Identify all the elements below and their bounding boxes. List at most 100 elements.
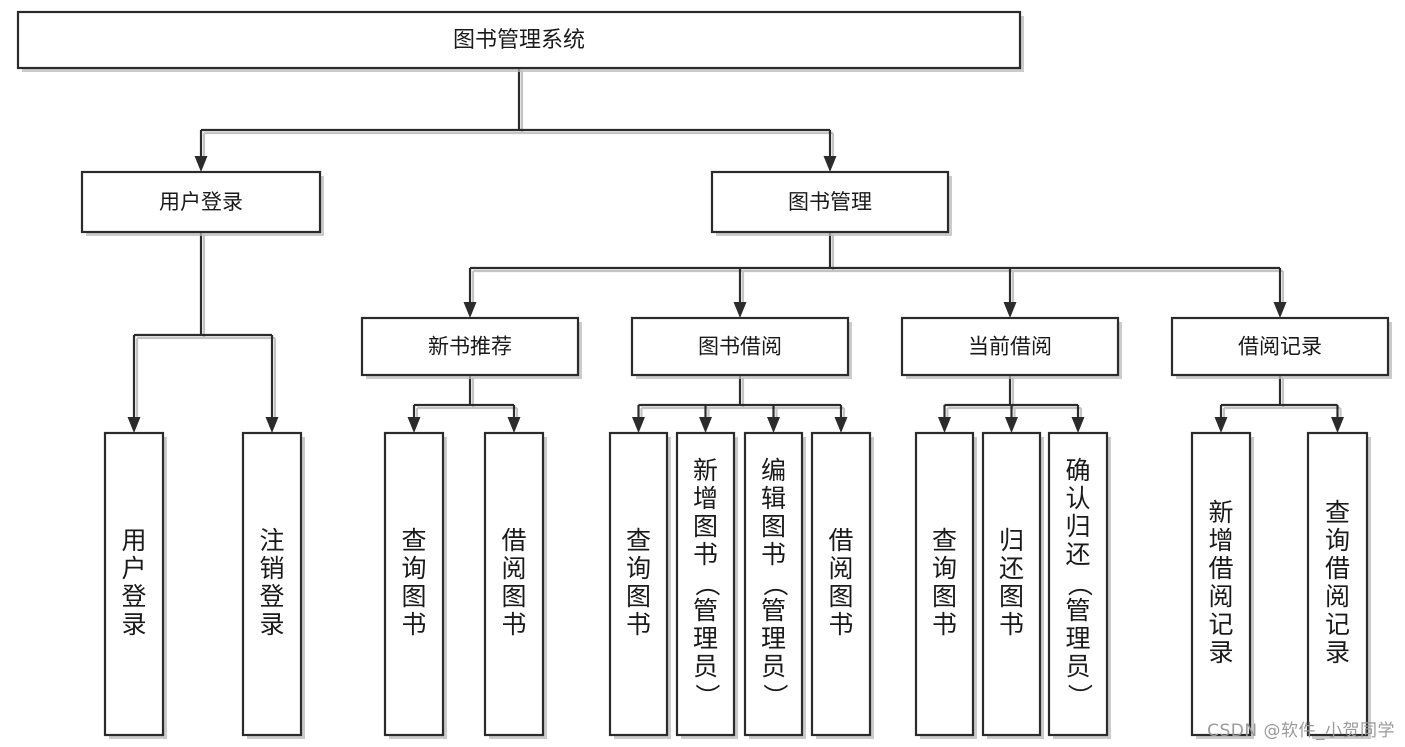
label-char: 借 (501, 526, 526, 555)
label-char: 记 (1208, 610, 1233, 639)
node-label: 图书借阅 (698, 335, 782, 359)
node-book-manage[interactable]: 图书管理 (710, 170, 952, 236)
node-rect[interactable] (16, 10, 1022, 70)
node-rect[interactable] (914, 431, 975, 737)
node-rect[interactable] (710, 170, 950, 234)
label-char: 理 (1065, 624, 1090, 653)
label-char: 新 (693, 456, 718, 485)
label-char: 辑 (761, 484, 786, 513)
node-rect[interactable] (630, 316, 850, 377)
node-borrow-record[interactable]: 借阅记录 (1170, 316, 1392, 379)
node-root[interactable]: 图书管理系统 (16, 10, 1024, 72)
label-char: ） (693, 683, 722, 708)
node-rect[interactable] (675, 431, 736, 737)
arrow-head-icon (632, 417, 645, 433)
node-rect[interactable] (810, 431, 872, 737)
arrow-head-icon (463, 302, 477, 318)
node-label: 借阅记录 (1238, 335, 1322, 359)
label-char: 阅 (1325, 582, 1350, 611)
label-char: 图 (761, 512, 786, 541)
arrow-head-icon (834, 417, 848, 433)
node-book-borrow[interactable]: 图书借阅 (630, 316, 852, 379)
arrow-head-icon (507, 417, 521, 433)
label-char: 记 (1325, 610, 1350, 639)
node-rect[interactable] (483, 431, 545, 737)
node-rect[interactable] (360, 316, 580, 377)
arrow-head-icon (1003, 302, 1017, 318)
label-char: 图 (693, 512, 718, 541)
label-char: 查 (932, 526, 957, 555)
node-user-login[interactable]: 用户登录 (80, 170, 324, 236)
node-rect[interactable] (103, 431, 165, 737)
node-rect[interactable] (1047, 431, 1109, 737)
arrow-head-icon (1273, 302, 1287, 318)
arrow-head-icon (699, 417, 712, 433)
label-char: 询 (932, 554, 957, 583)
node-label: 图书管理 (788, 190, 872, 214)
node-rect[interactable] (1190, 431, 1252, 737)
label-char: 查 (626, 526, 651, 555)
label-char: 理 (693, 624, 718, 653)
arrow-head-icon (1005, 417, 1018, 433)
label-char: ） (1065, 683, 1094, 708)
label-char: 管 (693, 596, 718, 625)
arrow-head-icon (127, 417, 141, 433)
label-char: 图 (828, 582, 853, 611)
label-char: 图 (932, 582, 957, 611)
node-label: 新书推荐 (428, 335, 512, 359)
label-char: 借 (1325, 554, 1350, 583)
node-rect[interactable] (1170, 316, 1390, 377)
node-rect[interactable] (981, 431, 1042, 737)
node-rect[interactable] (900, 316, 1120, 377)
arrow-head-icon (938, 417, 951, 433)
label-char: （ (761, 571, 790, 596)
node-rect[interactable] (80, 170, 322, 234)
node-new-book-recommend[interactable]: 新书推荐 (360, 316, 582, 379)
label-char: 增 (1208, 526, 1233, 555)
label-char: 图 (501, 582, 526, 611)
label-char: 图 (626, 582, 651, 611)
node-leaf-user-login[interactable]: 用户登录 (103, 431, 167, 739)
csdn-watermark: CSDN @软件_小贺同学 (1207, 721, 1395, 741)
label-char: 录 (1325, 638, 1350, 667)
node-rect[interactable] (383, 431, 445, 737)
label-char: 书 (501, 610, 526, 639)
label-char: 查 (401, 526, 426, 555)
node-label-vertical: 用户登录 (121, 526, 146, 639)
label-char: 理 (761, 624, 786, 653)
node-rect[interactable] (608, 431, 669, 737)
label-char: 销 (259, 554, 284, 583)
label-char: 员 (1065, 652, 1090, 681)
label-char: 书 (626, 610, 651, 639)
label-char: 还 (999, 554, 1024, 583)
node-rect[interactable] (241, 431, 303, 737)
label-char: （ (1065, 571, 1094, 596)
node-current-borrow[interactable]: 当前借阅 (900, 316, 1122, 379)
label-char: 用 (121, 526, 146, 555)
label-char: 员 (761, 652, 786, 681)
label-char: 图 (999, 582, 1024, 611)
node-rect[interactable] (743, 431, 804, 737)
node-rect[interactable] (1306, 431, 1369, 737)
label-char: 登 (121, 582, 146, 611)
label-char: 管 (761, 596, 786, 625)
label-char: 户 (121, 554, 146, 583)
